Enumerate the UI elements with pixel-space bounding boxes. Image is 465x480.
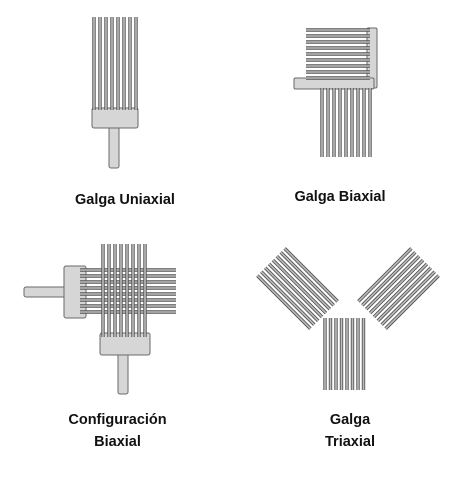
triaxial-right-arm-wire <box>365 255 420 310</box>
caption-configuration-line2: Biaxial <box>94 434 141 450</box>
caption-configuration-biaxial: Configuración Biaxial <box>30 409 205 453</box>
triaxial-left-arm-wire <box>256 275 311 330</box>
triaxial-right-arm-wire <box>377 267 432 322</box>
triaxial-left-arm-wire <box>272 259 327 314</box>
caption-triaxial: Galga Triaxial <box>290 409 410 453</box>
config-bottom-pad <box>99 332 151 356</box>
caption-triaxial-line1: Galga <box>329 412 371 428</box>
caption-uniaxial: Galga Uniaxial <box>75 192 175 208</box>
triaxial-right-arm-wire <box>381 271 436 326</box>
triaxial-left-arm-wire <box>280 251 335 306</box>
triaxial-left-arm-wire <box>276 255 331 310</box>
triaxial-right-arm-wire <box>357 247 412 302</box>
config-left-pad <box>63 265 87 319</box>
triaxial-left-arm-wire <box>268 263 323 318</box>
uniaxial-solder-pad <box>91 107 139 129</box>
caption-configuration-line1: Configuración <box>68 412 167 428</box>
triaxial-right-arm-wire <box>373 263 428 318</box>
caption-biaxial: Galga Biaxial <box>294 189 386 205</box>
triaxial-right-arm-wire <box>361 251 416 306</box>
config-left-lead-tab <box>23 286 71 298</box>
biaxial-configuration-icon <box>23 244 176 395</box>
uniaxial-gauge-icon <box>91 17 139 169</box>
uniaxial-lead-tab <box>108 122 120 169</box>
biaxial-gauge-icon <box>293 27 378 157</box>
triaxial-right-arm-wire <box>385 275 440 330</box>
triaxial-left-arm-wire <box>260 271 315 326</box>
triaxial-gauge-icon <box>256 247 440 390</box>
triaxial-right-arm-wire <box>369 259 424 314</box>
triaxial-left-arm-wire <box>264 267 319 322</box>
caption-triaxial-line2: Triaxial <box>325 434 375 450</box>
triaxial-left-arm-wire <box>284 247 339 302</box>
